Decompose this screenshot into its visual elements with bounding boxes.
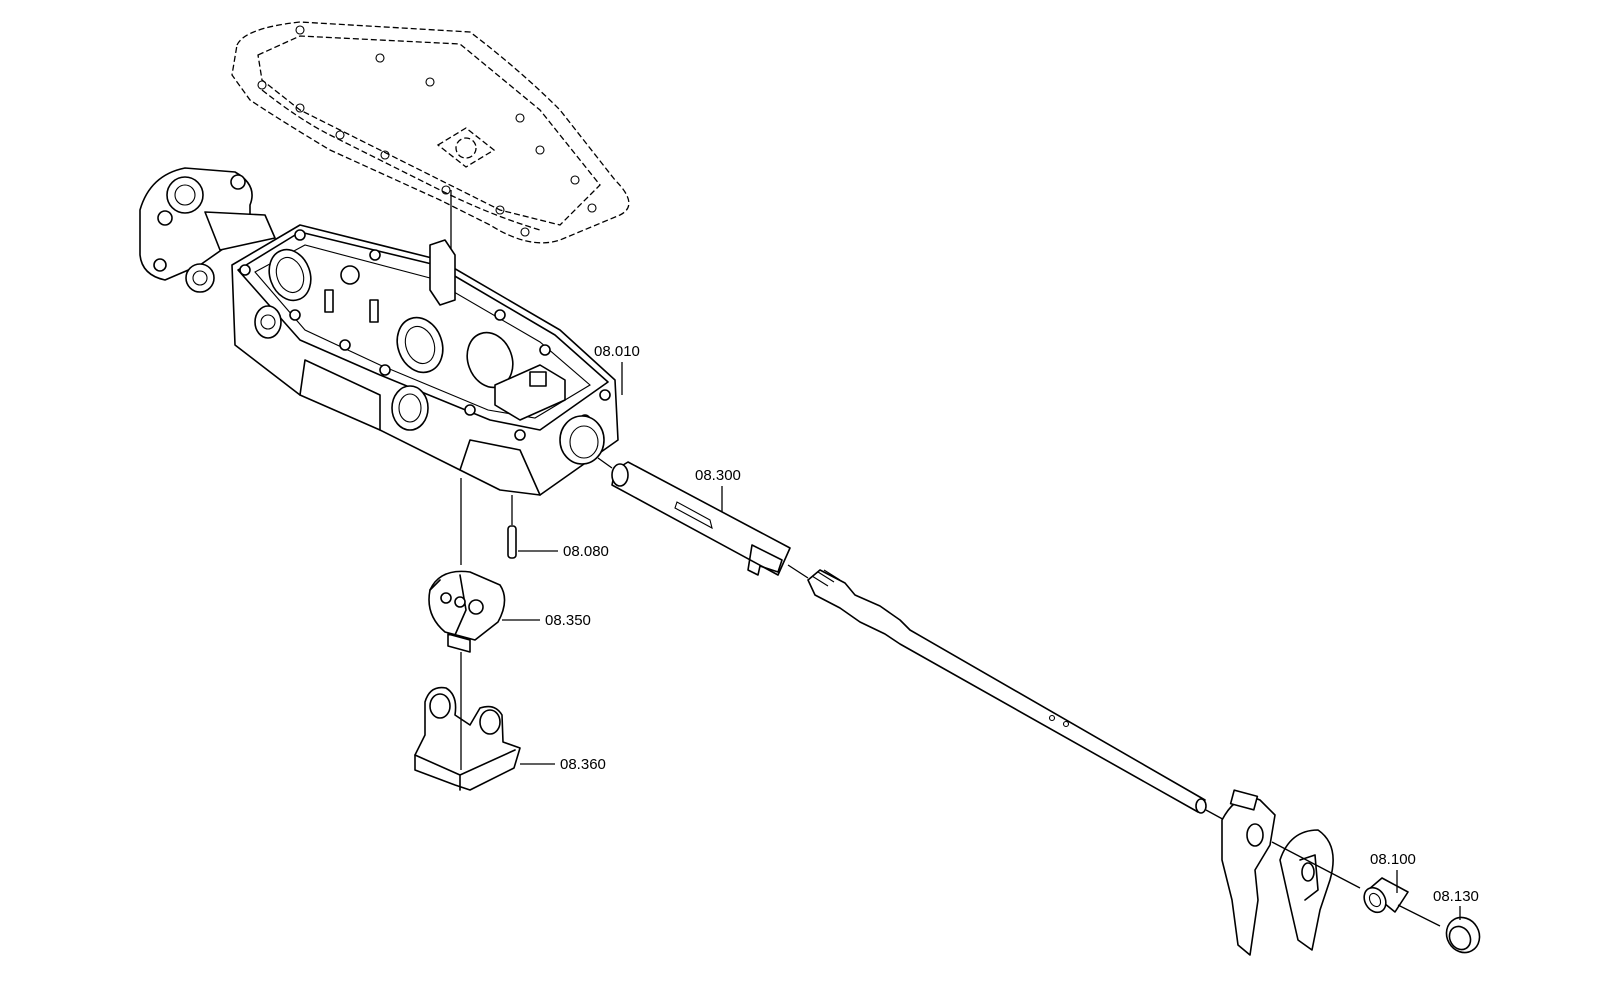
shaft-sleeve-08-300 xyxy=(611,461,791,576)
pin-08-080 xyxy=(507,495,517,559)
sleeve-axis-line xyxy=(597,457,613,469)
bushing-axis-line xyxy=(1397,904,1441,927)
label-08-080: 08.080 xyxy=(563,543,609,560)
cover-gasket-dashed xyxy=(231,21,630,244)
bracket-08-360 xyxy=(414,686,521,791)
fork-axis-line xyxy=(1271,841,1361,889)
shaft-axis-line-a xyxy=(787,564,809,579)
seal-ring-08-130 xyxy=(1445,916,1481,954)
label-08-100: 08.100 xyxy=(1370,851,1416,868)
selector-fork-rear xyxy=(1279,829,1334,951)
bushing-08-100 xyxy=(1363,877,1409,914)
long-shift-shaft xyxy=(807,569,1207,814)
label-08-300: 08.300 xyxy=(695,467,741,484)
label-08-350: 08.350 xyxy=(545,612,591,629)
collar-08-350 xyxy=(428,570,506,653)
housing-08-010 xyxy=(139,167,619,496)
label-08-360: 08.360 xyxy=(560,756,606,773)
selector-fork-front xyxy=(1221,789,1276,956)
label-08-010: 08.010 xyxy=(594,343,640,360)
label-08-130: 08.130 xyxy=(1433,888,1479,905)
